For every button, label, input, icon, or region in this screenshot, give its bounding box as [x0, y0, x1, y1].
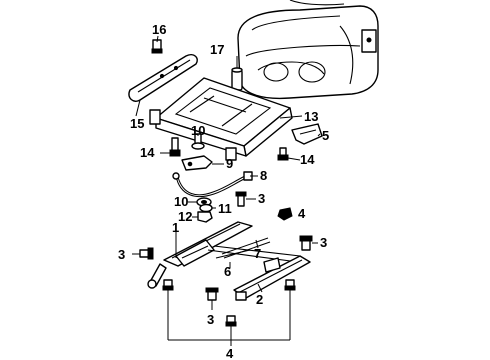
- nut-4-center: [225, 315, 237, 327]
- callout-8: 8: [260, 168, 267, 183]
- callout-14-right: 14: [300, 152, 315, 167]
- bushing-17: [231, 67, 243, 91]
- nut-12: [197, 211, 213, 223]
- seat-frame: [149, 77, 293, 161]
- callout-4-upper: 4: [298, 206, 306, 221]
- adjuster-track-assembly: [147, 221, 311, 301]
- callout-10-lower: 10: [174, 194, 188, 209]
- bolt-14-left: [169, 137, 181, 157]
- callout-10-upper: 10: [191, 123, 205, 138]
- callout-6: 6: [224, 264, 231, 279]
- bolt-14-right: [277, 147, 289, 161]
- washer-10-upper: [191, 133, 205, 150]
- callout-labels: 16 17 15 13 10 5 14 9 14 8 10 3 12 11 4 …: [118, 22, 329, 360]
- callout-15: 15: [130, 116, 144, 131]
- bracket-5: [291, 123, 323, 145]
- callout-11: 11: [218, 201, 232, 216]
- callout-7: 7: [254, 246, 261, 261]
- callout-3-left: 3: [118, 247, 125, 262]
- screw-3-bottom: [205, 287, 219, 301]
- callout-2: 2: [256, 292, 263, 307]
- screw-3-right: [299, 235, 313, 251]
- callout-3-upper: 3: [258, 191, 265, 206]
- callout-13: 13: [304, 109, 318, 124]
- callout-14-left: 14: [140, 145, 155, 160]
- nut-11: [199, 203, 213, 213]
- callout-3-right: 3: [320, 235, 327, 250]
- callout-17: 17: [210, 42, 224, 57]
- callout-4-bottom: 4: [226, 346, 234, 360]
- callout-5: 5: [322, 128, 329, 143]
- nut-4-left: [162, 279, 174, 291]
- callout-3-bottom: 3: [207, 312, 214, 327]
- callout-12: 12: [178, 209, 192, 224]
- callout-16: 16: [152, 22, 166, 37]
- nut-4-right: [284, 279, 296, 291]
- seat-cushion: [237, 0, 379, 100]
- nut-4-upper: [277, 207, 293, 221]
- side-shield: [128, 54, 198, 102]
- link-9: [181, 155, 213, 171]
- screw-3-left: [139, 247, 154, 260]
- screw-3-upper: [235, 191, 247, 207]
- callout-1: 1: [172, 220, 179, 235]
- callout-9: 9: [226, 156, 233, 171]
- leader-lines: [132, 35, 321, 346]
